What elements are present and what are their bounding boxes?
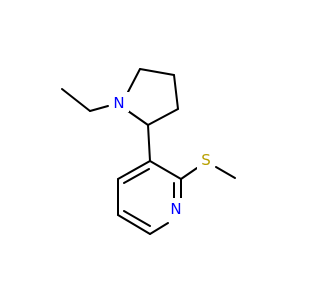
bond-pyridine-c5-c6	[117, 214, 151, 235]
bond-s-ch3	[215, 166, 236, 179]
pyrrolidine-nitrogen-label: N	[113, 94, 124, 112]
sulfur-label: S	[201, 151, 211, 169]
bond-c3-c2	[147, 108, 179, 126]
molecule-structure: N N S	[61, 68, 236, 235]
bond-pyridine-c2-c3	[149, 160, 182, 180]
bond-c4-c3	[173, 74, 179, 110]
pyridine-nitrogen-label: N	[170, 200, 181, 218]
bond-n-c5	[127, 68, 141, 93]
bond-ethyl-ch3-ch2	[61, 88, 91, 112]
bond-c5-c4	[139, 68, 175, 76]
bond-pyrrolidine-pyridine	[147, 124, 151, 162]
pyrrolidine-n-mask	[111, 92, 129, 112]
bond-pyridine-c3-c4	[117, 160, 151, 180]
bond-ethyl-ch2-n	[89, 105, 109, 112]
sulfur-mask	[197, 150, 215, 170]
double-bond-c5-c6-inner	[123, 210, 151, 227]
bond-c2-n	[127, 110, 149, 126]
bond-pyridine-c6-n	[149, 222, 169, 235]
pyridine-n-mask	[167, 198, 185, 218]
double-bond-c3-c4-inner	[123, 168, 150, 184]
bond-c2-s	[180, 167, 198, 180]
